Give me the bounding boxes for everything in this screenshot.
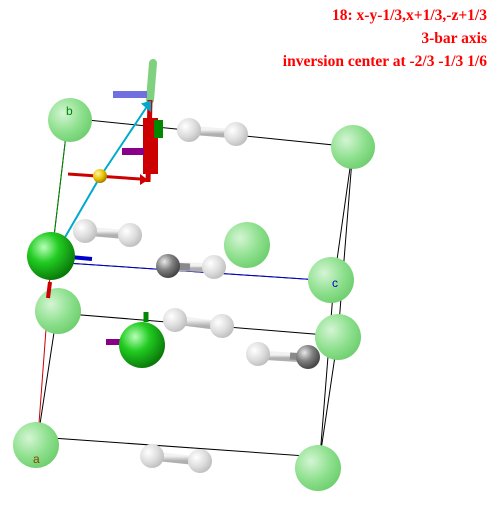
axis-label-b: b xyxy=(66,104,73,118)
inversion-center-marker xyxy=(93,169,107,183)
ghost-bonds xyxy=(80,125,311,466)
axis-label-c: c xyxy=(332,276,338,290)
inversion-center-label: inversion center at -2/3 -1/3 1/6 xyxy=(282,53,487,70)
ghost-gray-atoms xyxy=(73,118,270,473)
solid-green-atoms xyxy=(27,232,165,368)
symmetry-element-label: 3-bar axis xyxy=(421,30,487,47)
symmetry-operation-label: 18: x-y-1/3,x+1/3,-z+1/3 xyxy=(332,7,487,24)
ghost-green-atoms xyxy=(13,98,375,491)
unit-cell xyxy=(37,117,354,458)
axis-label-a: a xyxy=(33,452,40,466)
solid-gray-atoms xyxy=(156,254,320,369)
